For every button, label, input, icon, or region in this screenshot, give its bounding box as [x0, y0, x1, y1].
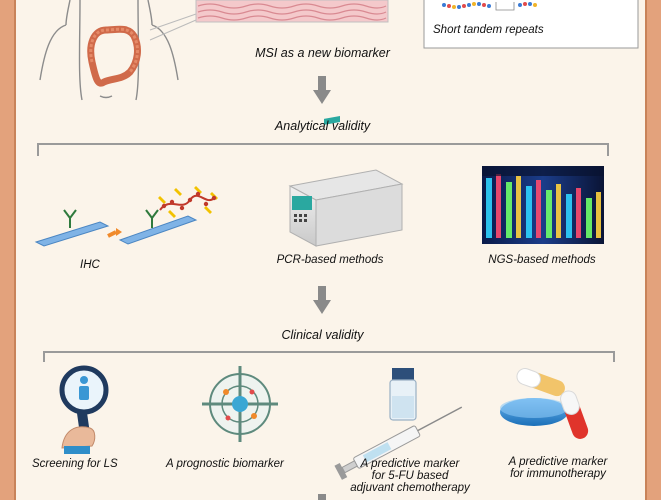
- magnifier-person-icon: [59, 365, 109, 454]
- clinical-validity-label: Clinical validity: [281, 328, 364, 342]
- predictive-immuno-line-2: for immunotherapy: [510, 468, 606, 480]
- predictive-5fu-label: A predictive marker for 5-FU based adjuv…: [335, 458, 485, 494]
- short-tandem-repeats-box: [423, 0, 639, 49]
- ihc-label: IHC: [80, 259, 100, 271]
- predictive-5fu-line-3: adjuvant chemotherapy: [350, 482, 470, 494]
- analytical-bracket: [37, 143, 609, 156]
- predictive-immunotherapy-label: A predictive marker for immunotherapy: [488, 456, 628, 480]
- ngs-sequence-icon: [482, 166, 604, 244]
- vial-syringe-icon: [334, 368, 463, 480]
- pills-icon: [500, 368, 589, 439]
- arrow-down-icon: [318, 494, 326, 500]
- msi-biomarker-label: MSI as a new biomarker: [255, 46, 390, 60]
- ihc-slide-icon: [34, 186, 218, 247]
- colon-icon: [87, 25, 141, 87]
- arrow-down-icon: [313, 76, 331, 104]
- dna-strand-icon: [442, 2, 537, 11]
- prognostic-biomarker-label: A prognostic biomarker: [166, 458, 284, 470]
- short-tandem-repeats-label: Short tandem repeats: [433, 24, 544, 36]
- ngs-methods-label: NGS-based methods: [488, 254, 596, 266]
- predictive-5fu-line-1: A predictive marker: [360, 458, 460, 470]
- clinical-bracket: [43, 351, 615, 362]
- arrow-down-icon: [313, 286, 331, 314]
- human-body-icon: [39, 0, 179, 101]
- predictive-5fu-line-2: for 5-FU based: [371, 470, 449, 482]
- pcr-methods-label: PCR-based methods: [276, 254, 384, 266]
- prognostic-target-icon: [202, 366, 278, 442]
- tissue-section-icon: [195, 0, 389, 23]
- screening-ls-label: Screening for LS: [32, 458, 118, 470]
- analytical-validity-label: Analytical validity: [274, 119, 371, 133]
- predictive-immuno-line-1: A predictive marker: [508, 456, 608, 468]
- pcr-machine-icon: [288, 116, 404, 247]
